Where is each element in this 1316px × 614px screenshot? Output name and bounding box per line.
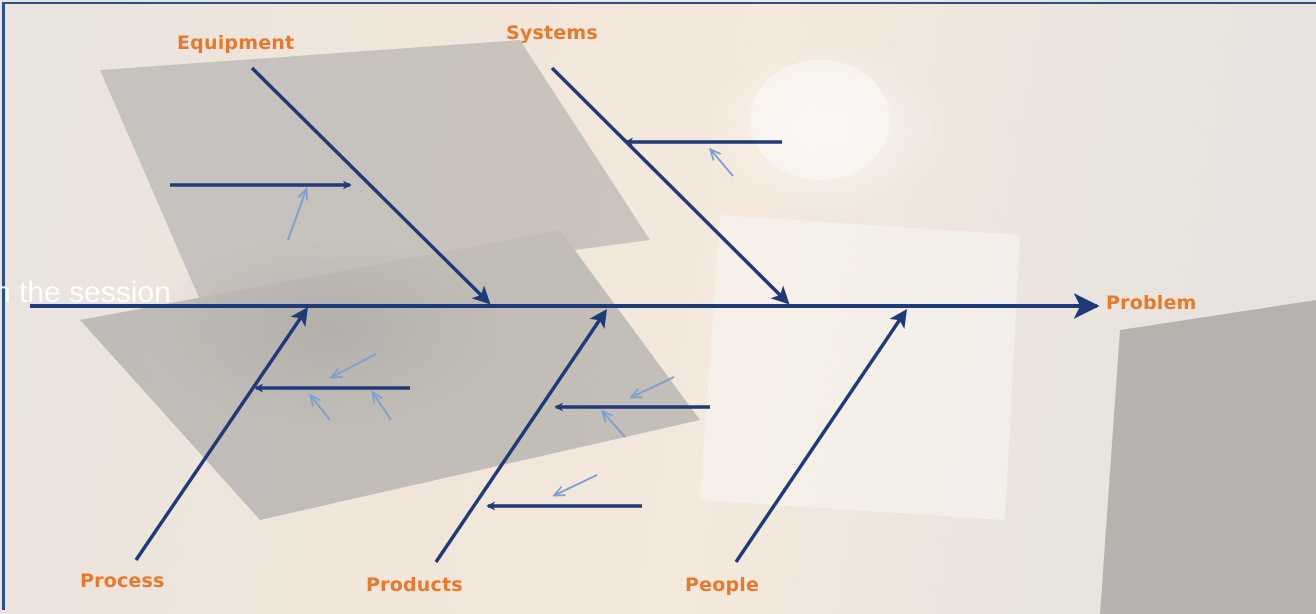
label-equipment: Equipment bbox=[177, 32, 295, 54]
bone-products bbox=[434, 309, 608, 563]
bone-systems bbox=[550, 66, 790, 305]
minor-arrow bbox=[311, 396, 331, 421]
minor-arrow bbox=[287, 190, 306, 241]
coffee-cup-shape bbox=[750, 60, 890, 180]
dark-corner-shape bbox=[1100, 300, 1316, 614]
minor-arrow bbox=[373, 393, 392, 421]
minor-arrow bbox=[332, 353, 377, 377]
laptop-screen-shape bbox=[100, 40, 650, 300]
minor-arrow bbox=[632, 376, 675, 397]
bone-process bbox=[134, 307, 309, 561]
bone-people bbox=[734, 309, 908, 563]
minor-arrow bbox=[711, 150, 734, 177]
label-problem: Problem bbox=[1106, 292, 1197, 314]
background-text-fragment: n the session bbox=[0, 276, 171, 309]
minor-arrow bbox=[603, 412, 626, 438]
bone-equipment bbox=[250, 66, 491, 305]
laptop-keyboard-shape bbox=[80, 230, 700, 520]
label-products: Products bbox=[366, 574, 463, 596]
label-people: People bbox=[685, 574, 760, 596]
minor-arrow bbox=[555, 474, 598, 495]
label-process: Process bbox=[80, 570, 165, 592]
label-systems: Systems bbox=[506, 22, 598, 44]
